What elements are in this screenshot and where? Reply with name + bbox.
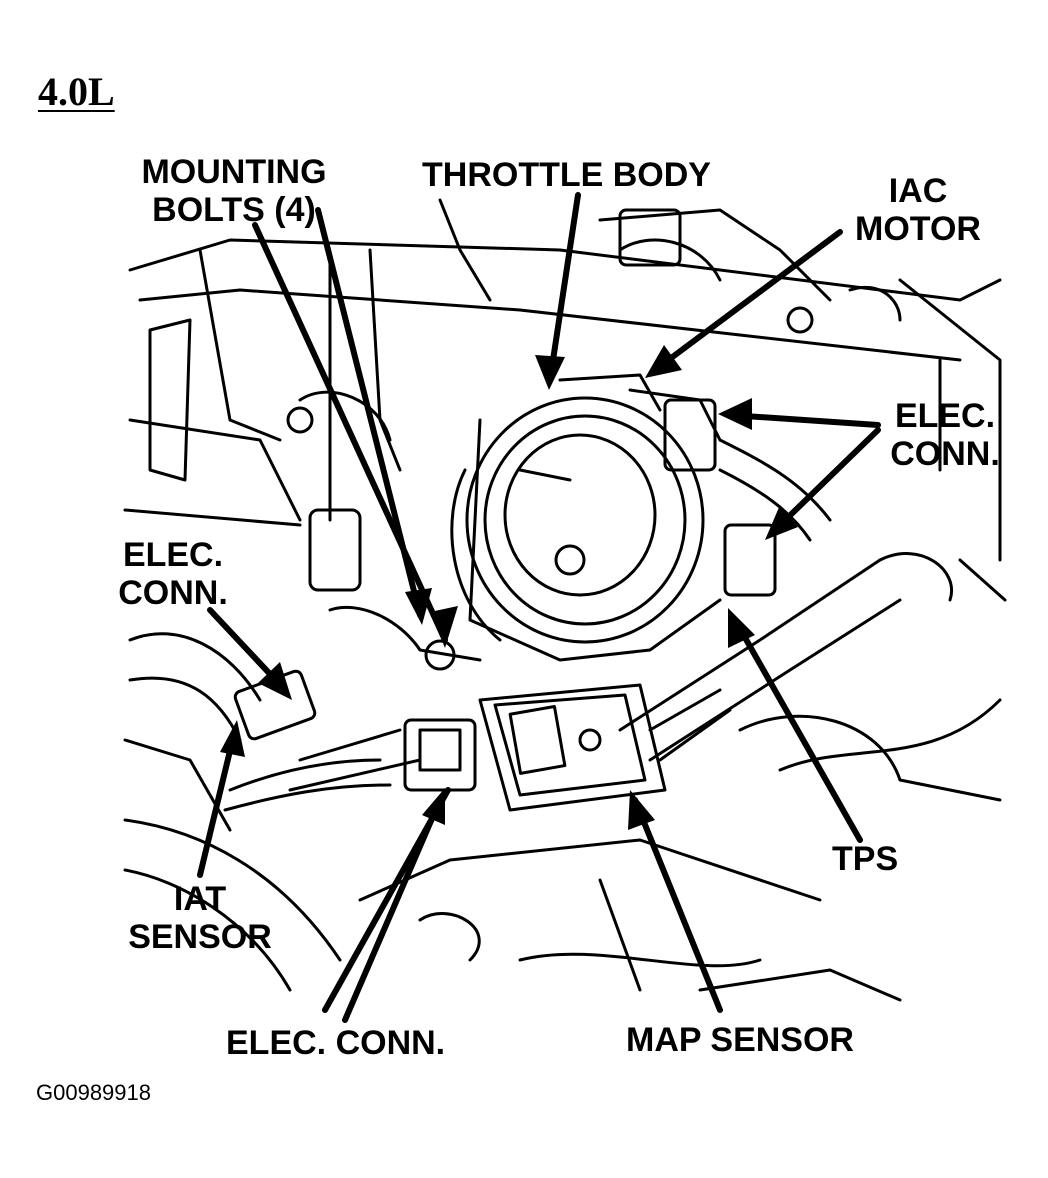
label-elec-conn-bottom: ELEC. CONN. [226, 1024, 446, 1062]
throttle-body-drawing [450, 373, 722, 662]
leader-elec-conn-right-a [727, 412, 881, 428]
map-sensor-drawing [478, 683, 667, 812]
figure-id: G00989918 [36, 1080, 151, 1105]
connectors-drawing [233, 208, 814, 792]
label-elec-conn-left: ELEC. CONN. [112, 536, 234, 612]
label-mounting-bolts: MOUNTING BOLTS (4) [134, 153, 334, 229]
label-iat-sensor-line1: IAT [173, 880, 227, 918]
label-elec-conn-right-line1: ELEC. [894, 397, 996, 435]
leader-mounting-bolts-b [315, 207, 423, 618]
label-elec-conn-right: ELEC. CONN. [884, 397, 1006, 473]
leader-map-sensor [632, 797, 723, 1013]
leader-mounting-bolts-a [252, 222, 448, 643]
leader-lines [197, 192, 881, 1023]
label-elec-conn-right-line2: CONN. [890, 435, 1000, 473]
leader-iat-sensor [197, 727, 238, 878]
label-iac-motor: IAC MOTOR [848, 172, 988, 248]
label-iat-sensor-line2: SENSOR [128, 918, 272, 956]
leader-throttle-body [547, 192, 581, 383]
label-tps: TPS [832, 840, 899, 878]
label-mounting-bolts-line2: BOLTS (4) [152, 191, 316, 229]
label-map-sensor: MAP SENSOR [626, 1021, 854, 1059]
label-mounting-bolts-line1: MOUNTING [141, 153, 327, 191]
engine-background [123, 198, 1007, 1002]
label-elec-conn-left-line2: CONN. [118, 574, 228, 612]
leader-elec-conn-bottom-b [322, 787, 451, 1013]
engine-title: 4.0L [38, 69, 115, 114]
label-iat-sensor: IAT SENSOR [120, 880, 280, 956]
label-iac-motor-line2: MOTOR [855, 210, 981, 248]
leader-iac-motor [652, 229, 843, 373]
leader-tps [732, 617, 863, 843]
leader-elec-conn-right-b [772, 427, 881, 533]
arrow-heads [220, 345, 798, 830]
hoses-drawing [223, 438, 832, 812]
label-iac-motor-line1: IAC [888, 172, 948, 210]
label-elec-conn-left-line1: ELEC. [122, 536, 224, 574]
label-throttle-body: THROTTLE BODY [422, 156, 711, 194]
